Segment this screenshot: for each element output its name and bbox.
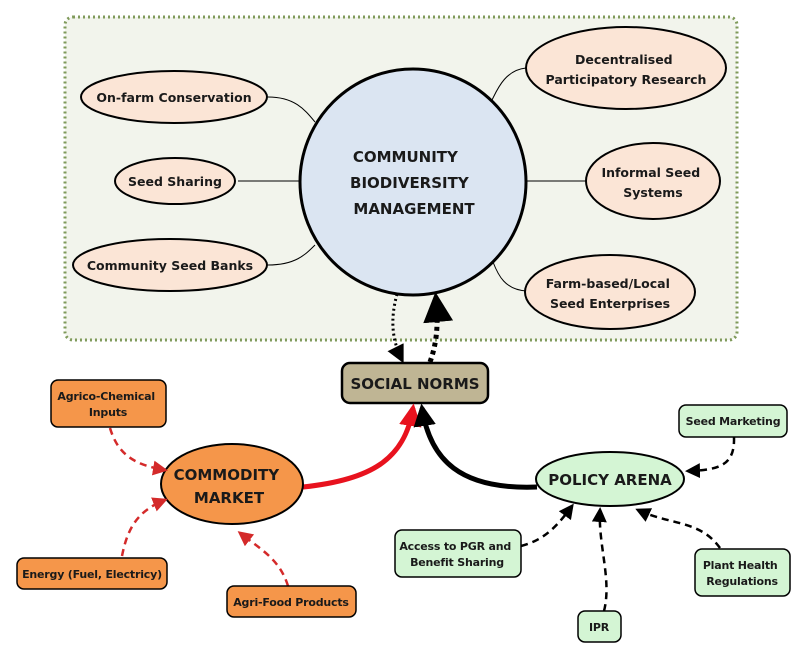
node-on-farm-conservation[interactable]: On-farm Conservation: [80, 70, 268, 124]
node-label-line: Farm-based/Local: [546, 276, 670, 291]
node-seed-marketing[interactable]: Seed Marketing: [678, 404, 788, 438]
node-label-line: Decentralised: [575, 52, 673, 67]
central-line-3: MANAGEMENT: [353, 200, 475, 218]
node-farm-based-enterprises[interactable]: Farm-based/Local Seed Enterprises: [524, 254, 696, 330]
node-ipr[interactable]: IPR: [577, 610, 622, 643]
node-label-line: Seed Enterprises: [550, 296, 670, 311]
node-community-seed-banks[interactable]: Community Seed Banks: [72, 238, 268, 292]
central-line-2: BIODIVERSITY: [350, 174, 470, 192]
node-access-pgr[interactable]: Access to PGR and Benefit Sharing: [394, 529, 522, 578]
node-decentralised-research[interactable]: Decentralised Participatory Research: [525, 26, 727, 110]
node-label-line: MARKET: [194, 489, 265, 507]
connector-seed-banks: [267, 244, 316, 266]
arrow-agrochem-to-market: [108, 427, 168, 476]
node-label: SOCIAL NORMS: [350, 375, 479, 393]
node-label-line: Informal Seed: [601, 165, 700, 180]
svg-text:Access to PGR and Benefi: Access to PGR and Benefit Sharing: [399, 540, 514, 569]
connector-farm-based: [492, 261, 528, 292]
arrow-seed-marketing-to-policy: [685, 436, 736, 479]
node-label: IPR: [589, 621, 610, 634]
node-label: Agri-Food Products: [233, 596, 349, 609]
node-label-line: COMMODITY: [174, 466, 281, 484]
arrow-energy-to-market: [120, 497, 168, 557]
svg-text:Plant Health Regulations: Plant Health Regulations: [703, 559, 781, 588]
node-commodity-market[interactable]: COMMODITY MARKET: [160, 443, 304, 525]
connector-on-farm: [267, 96, 316, 123]
node-label: Community Seed Banks: [87, 258, 253, 273]
node-label-line: Plant Health: [703, 559, 778, 572]
arrow-cbm-to-social-norms: [387, 293, 404, 364]
svg-text:Decentralised Participat: Decentralised Participatory Research: [546, 52, 707, 87]
central-node-cbm[interactable]: COMMUNITY BIODIVERSITY MANAGEMENT: [298, 67, 528, 297]
svg-text:Informal Seed Systems: Informal Seed Systems: [601, 165, 704, 200]
svg-text:COMMODITY MARKET: COMMODITY MARKET: [174, 466, 285, 507]
node-agrochemical-inputs[interactable]: Agrico-Chemical Inputs: [50, 379, 167, 428]
arrow-social-norms-to-cbm: [423, 292, 454, 363]
svg-text:Agrico-Chemical Inputs: Agrico-Chemical Inputs: [57, 390, 158, 419]
central-line-1: COMMUNITY: [353, 148, 459, 166]
node-energy[interactable]: Energy (Fuel, Electricy): [16, 557, 168, 590]
node-agri-food-products[interactable]: Agri-Food Products: [226, 585, 357, 618]
node-informal-seed-systems[interactable]: Informal Seed Systems: [585, 142, 721, 220]
node-seed-sharing[interactable]: Seed Sharing: [114, 157, 236, 205]
node-label: Seed Marketing: [686, 415, 781, 428]
node-label-line: Inputs: [89, 406, 128, 419]
node-plant-health[interactable]: Plant Health Regulations: [694, 548, 791, 597]
svg-text:COMMUNITY BIODIVERSITY: COMMUNITY BIODIVERSITY MANAGEMENT: [350, 148, 475, 218]
node-label: Energy (Fuel, Electricy): [22, 568, 162, 581]
arrow-agrifood-to-market: [237, 531, 290, 587]
node-label-line: Participatory Research: [546, 72, 707, 87]
node-label-line: Access to PGR and: [399, 540, 511, 553]
svg-text:Farm-based/Local Seed En: Farm-based/Local Seed Enterprises: [546, 276, 674, 311]
node-label-line: Benefit Sharing: [410, 556, 504, 569]
node-label: POLICY ARENA: [548, 471, 672, 489]
node-policy-arena[interactable]: POLICY ARENA: [535, 451, 685, 507]
node-label-line: Regulations: [706, 575, 778, 588]
connector-decentralised: [491, 67, 527, 101]
arrow-plant-health-to-policy: [635, 508, 722, 549]
node-label: Seed Sharing: [128, 174, 222, 189]
node-label: On-farm Conservation: [96, 90, 251, 105]
arrow-pgr-to-policy: [520, 503, 574, 548]
node-social-norms[interactable]: SOCIAL NORMS: [340, 361, 490, 405]
node-label-line: Agrico-Chemical: [57, 390, 155, 403]
arrow-commodity-to-social-norms: [302, 403, 422, 490]
arrow-ipr-to-policy: [591, 507, 608, 612]
node-label-line: Systems: [623, 185, 683, 200]
arrow-policy-to-social-norms: [413, 403, 538, 490]
